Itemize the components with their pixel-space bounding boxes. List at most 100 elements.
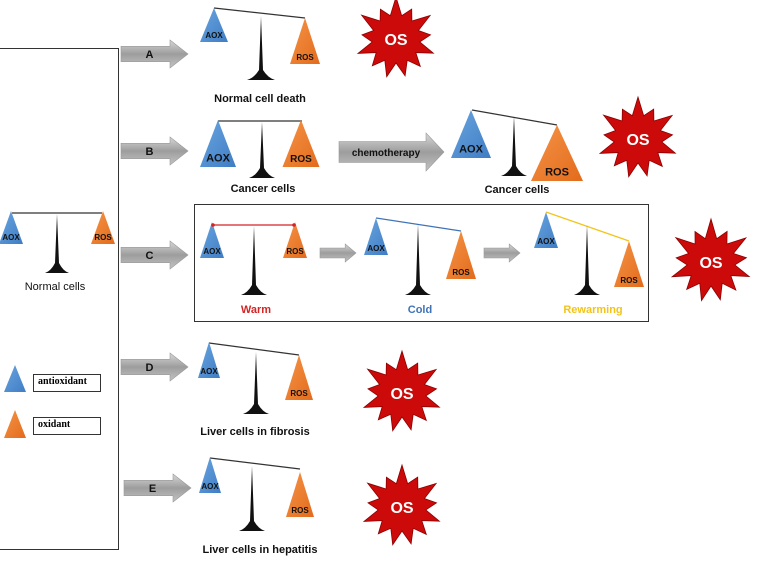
- row-b-after-scale-aox-triangle: [451, 110, 491, 158]
- stage-warm-scale-ros-label: ROS: [286, 247, 304, 256]
- row-e-scale-beam: [209, 457, 301, 470]
- row-e-scale-pivot: [239, 466, 265, 531]
- row-a-scale-aox-triangle: [200, 8, 228, 42]
- arrow-b-label: B: [146, 146, 154, 158]
- stage-cold-scale-aox-triangle: [364, 218, 388, 255]
- arrow-chemotherapy-label: chemotherapy: [352, 148, 421, 159]
- arrow-a-label: A: [146, 49, 154, 61]
- stage-cold-scale-beam: [375, 217, 462, 232]
- normal-scale: [0, 211, 115, 273]
- temperature-stages-box: [194, 204, 649, 322]
- stage-rewarming-scale: [534, 211, 644, 295]
- os-burst-a: [356, 0, 435, 78]
- stage-warm-scale: [200, 222, 307, 295]
- row-d-scale-ros-label: ROS: [290, 389, 308, 398]
- stage-warm-scale-pivot: [241, 226, 267, 295]
- row-d-scale: [198, 342, 313, 414]
- legend-oxidant-label: oxidant: [33, 417, 101, 435]
- row-b-after-scale: [451, 109, 583, 181]
- row-b-after-scale-ros-label: ROS: [545, 167, 569, 179]
- row-e-caption: Liver cells in hepatitis: [202, 544, 318, 556]
- arrow-chemotherapy: [338, 132, 445, 172]
- row-b-scale-ros-triangle: [282, 120, 320, 167]
- arrow-d-label: D: [146, 362, 154, 374]
- os-burst-c-label: OS: [699, 255, 722, 272]
- stage-warm-scale-aox-triangle: [200, 222, 224, 258]
- row-a-scale-ros-label: ROS: [296, 53, 314, 62]
- row-a-caption: Normal cell death: [214, 93, 306, 105]
- row-e-scale-aox-triangle: [199, 457, 221, 493]
- row-e-scale-aox-label: AOX: [201, 482, 219, 491]
- arrow-warm-to-cold: [319, 243, 357, 263]
- row-b-scale-aox-triangle: [200, 120, 236, 167]
- row-d-scale-pivot: [243, 352, 269, 414]
- row-a-scale-beam: [213, 7, 306, 19]
- os-burst-c: [670, 217, 751, 302]
- row-e-scale-ros-triangle: [286, 472, 314, 517]
- row-d-scale-aox-label: AOX: [200, 367, 218, 376]
- stage-cold-scale-pivot: [405, 224, 431, 295]
- row-d-caption: Liver cells in fibrosis: [200, 426, 310, 438]
- arrow-cold-to-rewarming: [483, 243, 521, 263]
- row-b-after-scale-pivot: [501, 116, 527, 176]
- stage-cold-scale-aox-label: AOX: [367, 244, 385, 253]
- stage-warm-scale-dot-right: [292, 223, 296, 227]
- arrow-b: [120, 136, 189, 166]
- stage-cold-caption: Cold: [407, 304, 433, 316]
- normal-scale-pivot: [45, 214, 69, 273]
- arrow-c-label: C: [146, 250, 154, 262]
- legend-oxidant-triangle: [4, 410, 26, 438]
- row-a-scale-pivot: [247, 16, 275, 80]
- stage-rewarming-scale-beam: [545, 211, 630, 242]
- os-burst-d: [362, 349, 441, 432]
- normal-cells-caption: Normal cells: [24, 281, 86, 293]
- row-a-scale-aox-label: AOX: [205, 31, 223, 40]
- os-burst-b-label: OS: [626, 132, 649, 149]
- arrow-e: [123, 473, 192, 503]
- stage-warm-scale-ros-triangle: [283, 222, 307, 258]
- stage-warm-caption: Warm: [240, 304, 272, 316]
- row-b-caption-after: Cancer cells: [484, 184, 550, 196]
- row-a-scale-ros-triangle: [290, 18, 320, 64]
- stage-rewarming-scale-pivot: [574, 225, 600, 295]
- row-a-scale: [200, 7, 320, 80]
- normal-scale-ros-triangle: [91, 211, 115, 244]
- stage-rewarming-scale-ros-triangle: [614, 241, 644, 287]
- os-burst-e: [362, 463, 441, 546]
- os-burst-a-label: OS: [384, 32, 407, 49]
- stage-rewarming-scale-ros-label: ROS: [620, 276, 638, 285]
- row-e-scale: [199, 457, 314, 531]
- normal-scale-ros-label: ROS: [94, 233, 112, 242]
- legend-antioxidant-triangle: [4, 365, 26, 392]
- arrow-d: [120, 352, 189, 382]
- row-b-scale-aox-label: AOX: [206, 153, 231, 165]
- legend-antioxidant-label: antioxidant: [33, 374, 101, 392]
- stage-warm-scale-aox-label: AOX: [203, 247, 221, 256]
- stage-cold-scale-ros-label: ROS: [452, 268, 470, 277]
- row-b-after-scale-beam: [471, 109, 558, 126]
- stage-cold-scale: [364, 217, 476, 295]
- row-b-caption: Cancer cells: [230, 183, 296, 195]
- normal-scale-aox-label: AOX: [2, 233, 20, 242]
- arrow-a: [120, 39, 189, 69]
- stage-rewarming-scale-aox-label: AOX: [537, 237, 555, 246]
- os-burst-d-label: OS: [390, 386, 413, 403]
- arrow-c: [120, 240, 189, 270]
- row-b-after-scale-aox-label: AOX: [459, 144, 484, 156]
- normal-cells-bracket: [0, 48, 119, 550]
- arrow-e-label: E: [149, 483, 156, 495]
- row-b-after-scale-ros-triangle: [531, 125, 583, 181]
- os-burst-b: [598, 95, 677, 178]
- stage-rewarming-scale-aox-triangle: [534, 212, 558, 248]
- os-burst-e-label: OS: [390, 500, 413, 517]
- row-e-scale-ros-label: ROS: [291, 506, 309, 515]
- stage-warm-scale-dot-left: [211, 223, 215, 227]
- row-b-scale: [200, 120, 320, 178]
- stage-cold-scale-ros-triangle: [446, 231, 476, 279]
- row-d-scale-beam: [208, 342, 300, 356]
- row-b-scale-pivot: [249, 122, 275, 178]
- row-b-scale-ros-label: ROS: [290, 154, 312, 165]
- stage-rewarming-caption: Rewarming: [563, 304, 623, 316]
- row-d-scale-aox-triangle: [198, 342, 220, 378]
